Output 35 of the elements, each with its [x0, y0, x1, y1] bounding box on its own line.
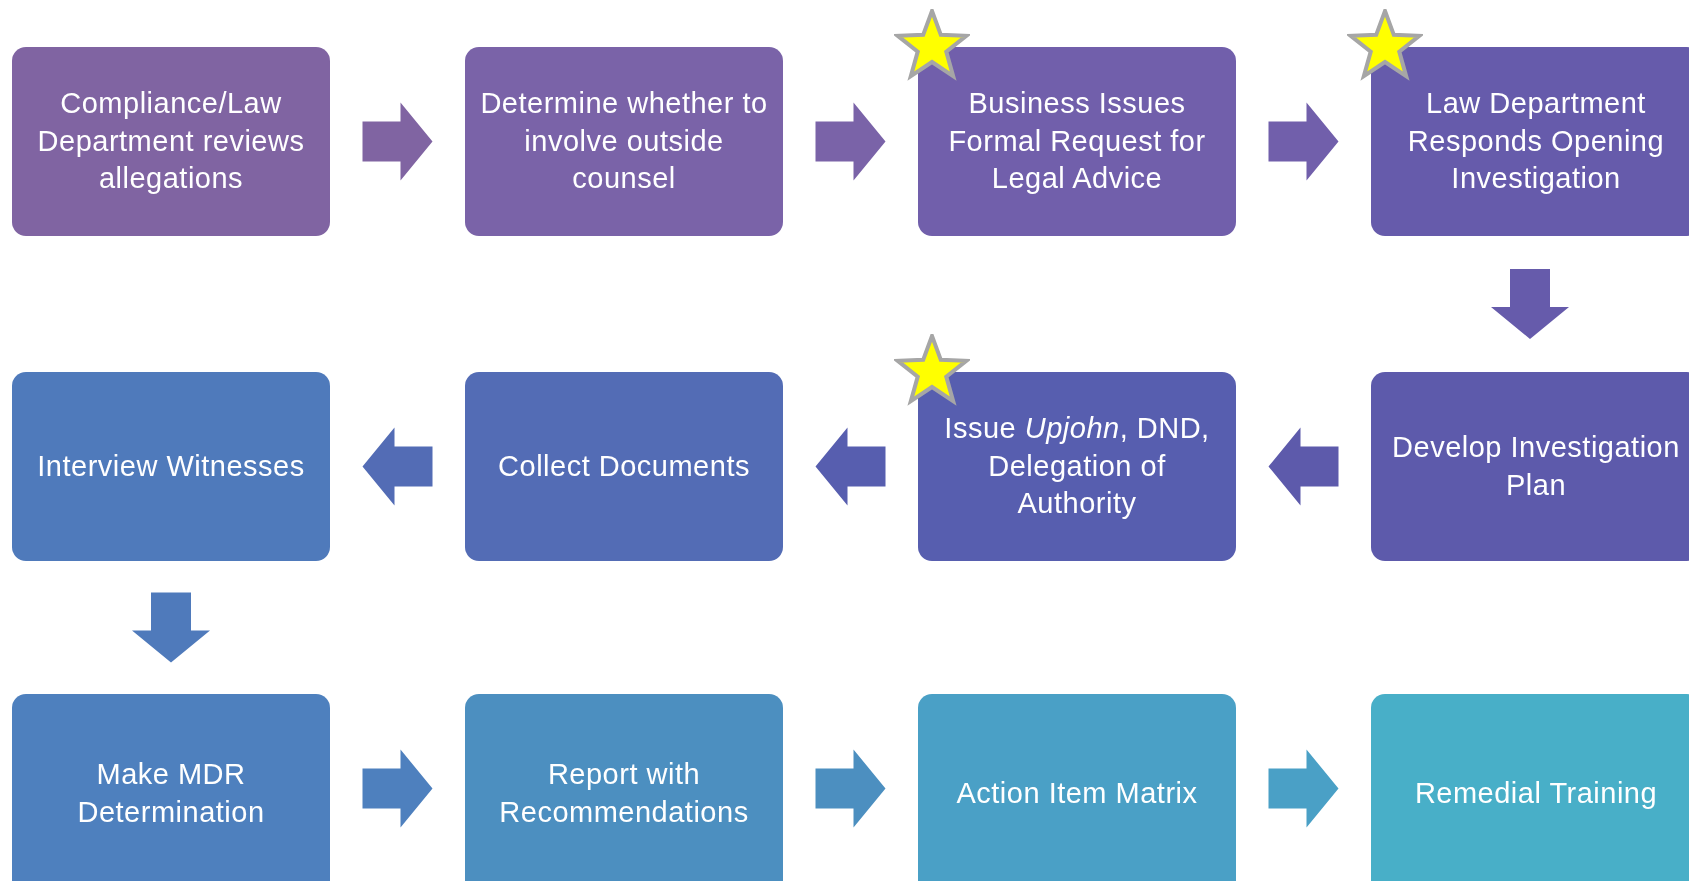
step-text: Business Issues Formal Request for Legal Advice [947, 85, 1207, 197]
block-arrow [1491, 269, 1569, 339]
step-text: Determine whether to involve outside counsel [479, 85, 769, 197]
process-box [12, 694, 330, 881]
step-text: Action Item Matrix [956, 776, 1198, 812]
process-box [918, 694, 1236, 881]
block-arrow [1268, 749, 1339, 828]
step-text: Make MDR Determination [76, 757, 266, 830]
block-arrow [815, 102, 886, 181]
block-arrow [815, 427, 886, 506]
process-box [12, 372, 330, 561]
process-box [12, 47, 330, 236]
block-arrow [362, 102, 433, 181]
step-text: Issue Upjohn, DND, Delegation of Authority [943, 410, 1211, 522]
block-arrow [362, 427, 433, 506]
step-text: Interview Witnesses [37, 448, 305, 484]
step-text: Develop Investigation Plan [1391, 429, 1681, 503]
process-box [918, 47, 1236, 236]
step-text: Remedial Training [1414, 776, 1658, 812]
block-arrow [362, 749, 433, 828]
process-box [465, 372, 783, 561]
step-text: Collect Documents [498, 448, 750, 484]
process-box [1371, 47, 1689, 236]
step-text: Law Department Responds Opening Investigation [1406, 85, 1666, 197]
process-box [918, 372, 1236, 561]
process-box [1371, 372, 1689, 561]
step-text: Report with Recommendations [498, 757, 750, 830]
block-arrow [132, 592, 210, 663]
block-arrow [1268, 102, 1339, 181]
process-box [1371, 694, 1689, 881]
process-box [465, 694, 783, 881]
step-text: Compliance/Law Department reviews allegations [36, 85, 306, 197]
process-box [465, 47, 783, 236]
block-arrow [815, 749, 886, 828]
block-arrow [1268, 427, 1339, 506]
